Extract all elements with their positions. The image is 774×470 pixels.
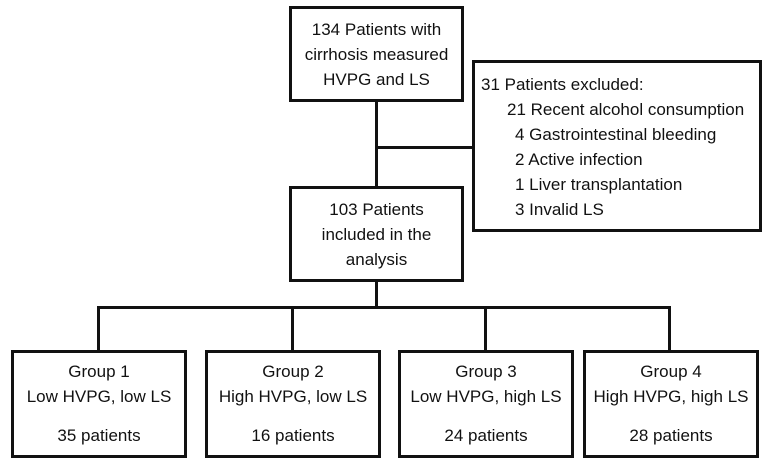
- group-3-name: Group 3: [455, 362, 517, 381]
- group-4-name: Group 4: [640, 362, 702, 381]
- group-2-count: 16 patients: [251, 426, 335, 445]
- excluded-patients-box: 31 Patients excluded: 21 Recent alcohol …: [472, 60, 762, 232]
- connector-top-to-analysis: [375, 102, 378, 186]
- group-1-desc: Low HVPG, low LS: [26, 387, 172, 406]
- connector-group-2: [291, 306, 294, 350]
- connector-analysis-down: [375, 282, 378, 309]
- connector-group-3: [484, 306, 487, 350]
- connector-groups-bus: [97, 306, 671, 309]
- enrolled-line-3: HVPG and LS: [323, 70, 430, 89]
- enrolled-line-2: cirrhosis measured: [304, 45, 449, 64]
- group-2-name: Group 2: [262, 362, 324, 381]
- group-1-box: Group 1 Low HVPG, low LS 35 patients: [11, 350, 187, 458]
- group-4-box: Group 4 High HVPG, high LS 28 patients: [583, 350, 759, 458]
- excluded-item-alcohol: 21 Recent alcohol consumption: [507, 100, 745, 119]
- included-line-2: included in the: [321, 225, 432, 244]
- enrolled-patients-box: 134 Patients with cirrhosis measured HVP…: [289, 6, 464, 102]
- group-3-count: 24 patients: [444, 426, 528, 445]
- excluded-item-invalid-ls: 3 Invalid LS: [515, 200, 604, 219]
- group-4-count: 28 patients: [629, 426, 713, 445]
- excluded-item-transplant: 1 Liver transplantation: [515, 175, 683, 194]
- group-3-box: Group 3 Low HVPG, high LS 24 patients: [398, 350, 574, 458]
- connector-group-4: [668, 306, 671, 350]
- included-patients-box: 103 Patients included in the analysis: [289, 186, 464, 282]
- group-2-box: Group 2 High HVPG, low LS 16 patients: [205, 350, 381, 458]
- excluded-title: 31 Patients excluded:: [481, 75, 644, 94]
- enrolled-line-1: 134 Patients with: [311, 20, 442, 39]
- connector-group-1: [97, 306, 100, 350]
- group-2-desc: High HVPG, low LS: [218, 387, 368, 406]
- group-3-desc: Low HVPG, high LS: [410, 387, 562, 406]
- group-1-name: Group 1: [68, 362, 130, 381]
- group-4-desc: High HVPG, high LS: [593, 387, 749, 406]
- included-line-1: 103 Patients: [329, 200, 424, 219]
- group-1-count: 35 patients: [57, 426, 141, 445]
- excluded-item-bleeding: 4 Gastrointestinal bleeding: [515, 125, 717, 144]
- excluded-item-infection: 2 Active infection: [515, 150, 643, 169]
- connector-to-excluded: [375, 146, 472, 149]
- included-line-3: analysis: [345, 250, 408, 269]
